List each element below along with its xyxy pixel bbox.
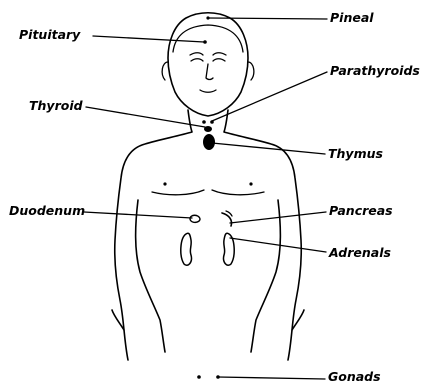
gonads-leader bbox=[218, 377, 325, 379]
label-pineal: Pineal bbox=[330, 11, 374, 25]
label-parathyroids: Parathyroids bbox=[330, 64, 420, 78]
gonad-dot-left bbox=[197, 375, 201, 379]
thymus-leader bbox=[212, 143, 325, 154]
label-thymus: Thymus bbox=[328, 147, 383, 161]
duodenum-organ bbox=[190, 215, 200, 222]
pancreas-organ bbox=[222, 213, 232, 226]
pituitary-leader bbox=[93, 36, 204, 42]
label-pituitary: Pituitary bbox=[19, 28, 80, 42]
label-pancreas: Pancreas bbox=[329, 204, 393, 218]
head bbox=[162, 13, 254, 116]
thyroid-leader bbox=[86, 107, 205, 127]
label-thyroid: Thyroid bbox=[29, 99, 83, 113]
pancreas-leader bbox=[230, 212, 326, 223]
label-gonads: Gonads bbox=[328, 370, 381, 384]
parathyroid-dot-left bbox=[202, 120, 206, 124]
left-kidney bbox=[181, 233, 192, 265]
duodenum-leader bbox=[84, 212, 192, 218]
label-adrenals: Adrenals bbox=[329, 246, 391, 260]
label-duodenum: Duodenum bbox=[9, 204, 85, 218]
parathyroids-leader bbox=[212, 72, 327, 121]
thymus-gland bbox=[203, 134, 215, 150]
adrenals-leader bbox=[230, 238, 326, 252]
pineal-leader bbox=[208, 18, 327, 19]
